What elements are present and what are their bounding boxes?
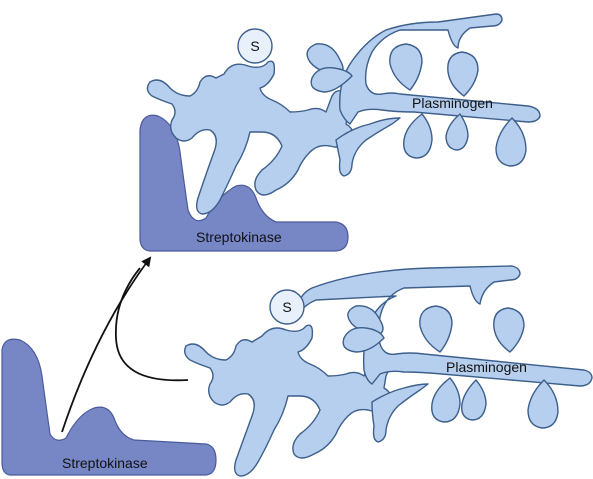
top-plasminogen-lower-arm xyxy=(335,117,401,177)
streptokinase-binding-arrow xyxy=(61,256,152,433)
bottom-kringle-1b xyxy=(342,327,385,353)
top-s-label: S xyxy=(250,38,259,54)
bottom-plasminogen-body xyxy=(183,324,392,477)
top-kringle-5 xyxy=(445,113,469,151)
bottom-plasminogen-label: Plasminogen xyxy=(446,359,527,375)
bottom-plasminogen-lower-arm xyxy=(371,383,429,443)
bottom-s-label: S xyxy=(282,299,291,315)
top-kringle-6 xyxy=(495,117,527,167)
bottom-plasminogen xyxy=(183,265,593,477)
top-kringle-4 xyxy=(403,113,433,159)
bottom-plasminogen-upper-arm xyxy=(298,265,593,387)
top-kringle-3 xyxy=(447,51,479,97)
top-complex: S Plasminogen Streptokinase xyxy=(139,13,541,252)
bottom-kringle-6 xyxy=(527,379,559,429)
top-plasminogen-label: Plasminogen xyxy=(412,95,493,111)
plasminogen-binding-curve xyxy=(115,267,189,382)
bottom-streptokinase-label: Streptokinase xyxy=(62,455,148,471)
top-plasminogen-upper-arm xyxy=(339,13,541,125)
bottom-kringle-3 xyxy=(493,307,525,353)
bottom-kringle-5 xyxy=(461,379,487,421)
top-plasminogen xyxy=(146,13,541,215)
bottom-complex: S Plasminogen Streptokinase xyxy=(1,265,593,477)
bottom-kringle-2 xyxy=(419,305,453,353)
bottom-s-circle xyxy=(269,289,305,325)
top-kringle-1 xyxy=(306,43,344,75)
top-kringle-1b xyxy=(310,67,353,93)
top-streptokinase-label: Streptokinase xyxy=(196,229,282,245)
top-streptokinase-shape xyxy=(139,114,349,252)
binding-arrows xyxy=(61,256,189,433)
top-s-circle xyxy=(237,28,273,64)
bottom-kringle-4 xyxy=(431,377,461,423)
top-plasminogen-body xyxy=(146,60,354,215)
top-kringle-2 xyxy=(389,43,423,91)
bottom-streptokinase-shape xyxy=(1,338,217,476)
